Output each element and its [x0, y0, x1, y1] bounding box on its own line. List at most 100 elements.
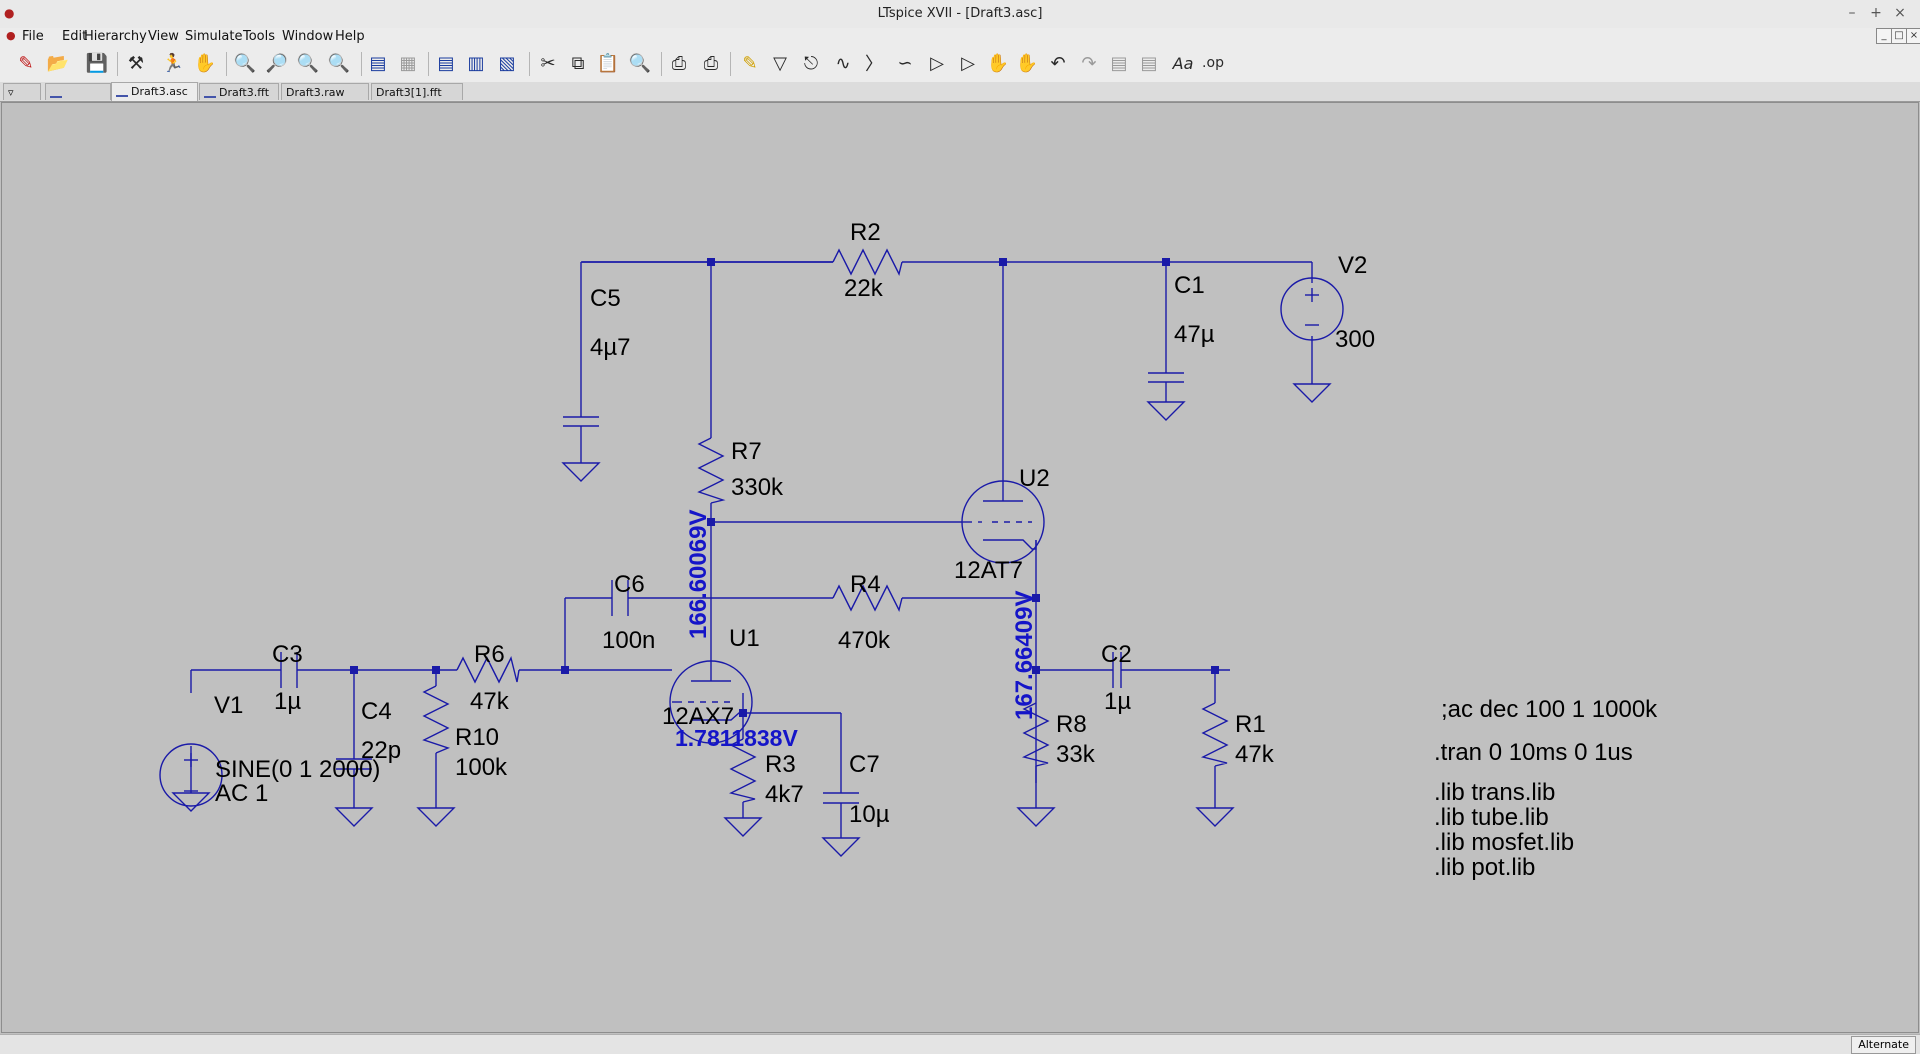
menu-simulate[interactable]: Simulate — [185, 29, 243, 44]
menu-window[interactable]: Window — [282, 29, 334, 44]
c3-ref: C3 — [272, 641, 303, 668]
capacitor-c7[interactable] — [823, 792, 859, 804]
tab-draft3-1-fft[interactable]: Draft3[1].fft — [371, 83, 463, 100]
ground-icon[interactable]: ▽ — [773, 52, 787, 74]
resistor-r8[interactable] — [1021, 702, 1050, 767]
c1-value: 47µ — [1174, 321, 1215, 348]
status-mode: Alternate — [1851, 1036, 1916, 1054]
tab-pointer[interactable]: ▿ — [3, 83, 41, 100]
resistor-r4[interactable] — [832, 584, 903, 613]
menu-help[interactable]: Help — [335, 29, 365, 44]
drag-icon[interactable]: ✋ — [1015, 52, 1039, 74]
zoom-in-icon[interactable]: 🔍 — [233, 52, 257, 74]
maximize-icon[interactable]: + — [1870, 5, 1882, 21]
run-icon[interactable]: 🏃 — [161, 52, 185, 74]
draw-wire-icon[interactable]: ✎ — [742, 52, 758, 74]
menu-hierarchy[interactable]: Hierarchy — [84, 29, 147, 44]
component-icon[interactable]: ▷ — [961, 52, 975, 74]
resistor-r6[interactable] — [456, 655, 520, 684]
menu-bar: ● File Edit Hierarchy View Simulate Tool… — [0, 28, 1920, 46]
r7-value: 330k — [731, 474, 784, 501]
inductor-icon[interactable]: ∽ — [897, 52, 913, 74]
open-icon[interactable]: 📂 — [46, 52, 70, 74]
resistor-r1[interactable] — [1200, 702, 1229, 767]
zoom-fit-icon[interactable]: 🔍 — [327, 52, 351, 74]
mdi-close-icon[interactable]: × — [1906, 28, 1920, 44]
capacitor-c2[interactable] — [1112, 652, 1122, 688]
resistor-r10[interactable] — [422, 685, 450, 754]
menu-view[interactable]: View — [148, 29, 179, 44]
tube-u2[interactable] — [961, 468, 1045, 564]
c4-ref: C4 — [361, 698, 392, 725]
diode-icon[interactable]: ▷ — [930, 52, 944, 74]
schematic-drawing[interactable]: R2 22k C5 4µ7 C1 47µ V2 300 R7 330k U2 1… — [2, 103, 1919, 1033]
print-preview-icon[interactable]: ⎙ — [671, 52, 687, 74]
zoom-out-icon[interactable]: 🔍 — [296, 52, 320, 74]
menu-tools[interactable]: Tools — [243, 29, 276, 44]
r8-ref: R8 — [1056, 711, 1087, 738]
minimize-icon[interactable]: – — [1848, 5, 1856, 21]
resistor-r7[interactable] — [697, 437, 726, 504]
capacitor-icon[interactable]: 〉 — [865, 54, 883, 75]
paste-icon[interactable]: 📋 — [596, 52, 620, 74]
menu-edit[interactable]: Edit — [62, 29, 88, 44]
directive-lib-tube[interactable]: .lib tube.lib — [1434, 804, 1549, 831]
capacitor-c5[interactable] — [563, 416, 599, 427]
tile-horizontal-icon[interactable]: ▤ — [437, 52, 455, 74]
capacitor-c1[interactable] — [1148, 372, 1184, 383]
new-schematic-icon[interactable]: ✎ — [18, 52, 34, 74]
menu-file[interactable]: File — [22, 29, 44, 44]
text-icon[interactable]: Aa — [1172, 53, 1194, 73]
tab-waveform[interactable] — [45, 83, 111, 100]
waveform-icon — [50, 88, 62, 98]
tab-draft3-fft[interactable]: Draft3.fft — [199, 83, 279, 100]
pointer-icon: ▿ — [8, 86, 14, 99]
capacitor-c4[interactable] — [336, 758, 372, 770]
halt-icon[interactable]: ✋ — [193, 52, 217, 74]
resistor-r3[interactable] — [728, 738, 757, 803]
document-menu-icon[interactable]: ● — [6, 29, 16, 42]
app-icon[interactable]: ● — [4, 6, 15, 20]
mirror-icon[interactable]: ▤ — [1140, 52, 1158, 74]
mdi-minimize-icon[interactable]: _ — [1876, 28, 1892, 44]
capacitor-c6[interactable] — [611, 580, 629, 616]
directive-lib-mosfet[interactable]: .lib mosfet.lib — [1434, 829, 1574, 856]
voltage-source-v2[interactable] — [1280, 277, 1344, 341]
status-bar: Alternate — [0, 1034, 1920, 1054]
directive-tran[interactable]: .tran 0 10ms 0 1us — [1434, 739, 1633, 766]
resistor-icon[interactable]: ∿ — [835, 52, 851, 74]
wires[interactable] — [190, 261, 1313, 838]
voltage-source-v1[interactable] — [159, 743, 223, 807]
autorange-icon[interactable]: ▤ — [369, 52, 387, 74]
cut-icon[interactable]: ✂ — [540, 52, 556, 74]
c3-value: 1µ — [274, 688, 301, 715]
tile-vertical-icon[interactable]: ▥ — [467, 52, 485, 74]
move-icon[interactable]: ✋ — [986, 52, 1010, 74]
capacitor-c3[interactable] — [280, 652, 298, 688]
label-net-icon[interactable]: ⎋ — [803, 52, 819, 74]
undo-icon[interactable]: ↶ — [1050, 52, 1066, 74]
redo-icon[interactable]: ↷ — [1081, 52, 1097, 74]
print-icon[interactable]: ⎙ — [703, 52, 719, 74]
spice-directive-icon[interactable]: .op — [1202, 55, 1224, 71]
grid-icon[interactable]: ▦ — [399, 52, 417, 74]
find-icon[interactable]: 🔍 — [628, 52, 652, 74]
resistor-r2[interactable] — [832, 248, 903, 277]
schematic-canvas[interactable]: R2 22k C5 4µ7 C1 47µ V2 300 R7 330k U2 1… — [1, 102, 1919, 1033]
tab-draft3-raw[interactable]: Draft3.raw — [281, 83, 369, 100]
close-icon[interactable]: × — [1894, 5, 1906, 21]
tube-u1[interactable] — [669, 660, 753, 744]
save-icon[interactable]: 💾 — [85, 52, 109, 74]
control-panel-icon[interactable]: ⚒ — [127, 52, 145, 74]
zoom-pan-icon[interactable]: 🔎 — [265, 52, 289, 74]
cascade-icon[interactable]: ▧ — [498, 52, 516, 74]
directive-lib-trans[interactable]: .lib trans.lib — [1434, 779, 1555, 806]
directive-ac[interactable]: ;ac dec 100 1 1000k — [1441, 696, 1658, 723]
r10-value: 100k — [455, 754, 508, 781]
rotate-icon[interactable]: ▤ — [1110, 52, 1128, 74]
mdi-restore-icon[interactable]: □ — [1891, 28, 1907, 44]
directive-lib-pot[interactable]: .lib pot.lib — [1434, 854, 1535, 881]
copy-icon[interactable]: ⧉ — [571, 52, 585, 74]
r3-ref: R3 — [765, 751, 796, 778]
tab-draft3-asc[interactable]: Draft3.asc — [111, 82, 198, 101]
